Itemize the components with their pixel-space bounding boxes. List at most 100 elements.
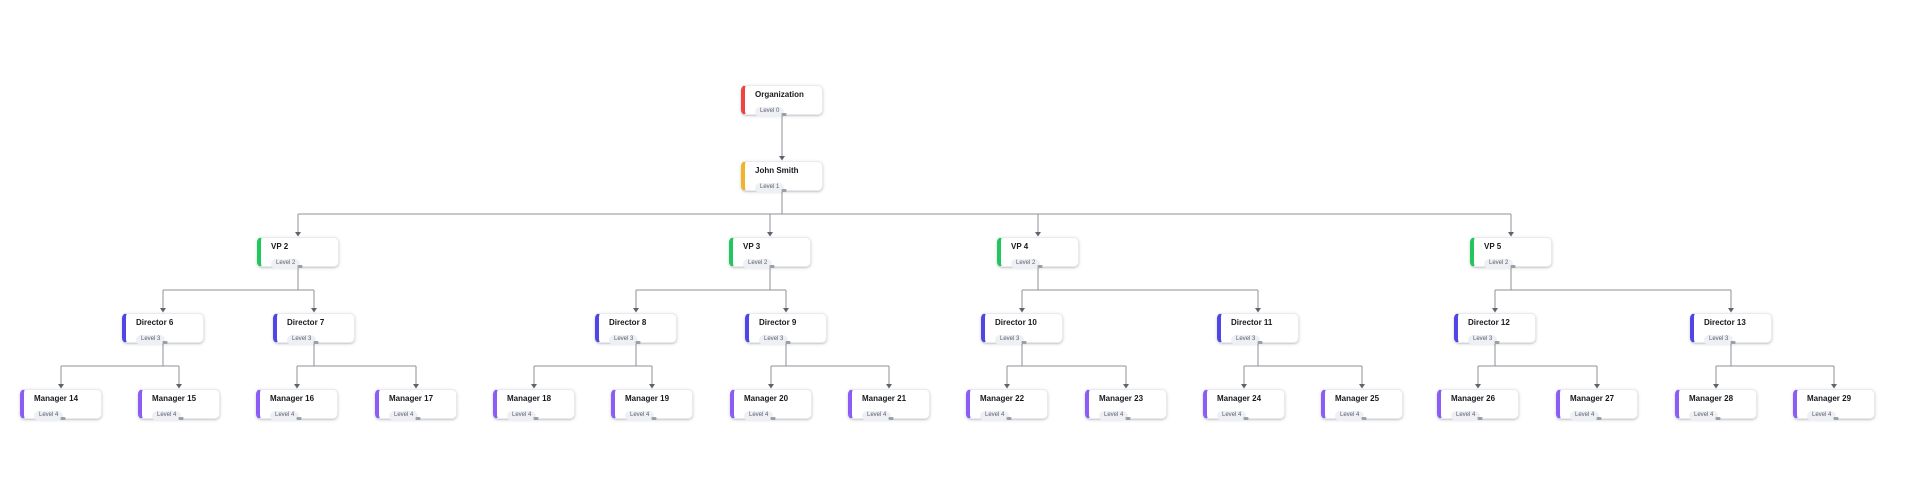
node-title: Director 8: [609, 318, 647, 327]
node-title: VP 4: [1011, 242, 1029, 251]
node-title: Organization: [755, 90, 804, 99]
node-level-badge: Level 3: [1231, 335, 1261, 345]
node-level-badge: Level 3: [1704, 335, 1734, 345]
node-level-badge: Level 4: [34, 411, 64, 421]
edge-arrowhead-icon: [886, 384, 892, 389]
node-title: Manager 26: [1451, 394, 1496, 403]
node-bottom-handle: [1596, 417, 1601, 420]
node-title: Manager 16: [270, 394, 315, 403]
node-title: Manager 21: [862, 394, 907, 403]
node-level-badge: Level 4: [862, 411, 892, 421]
edge-arrowhead-icon: [58, 384, 64, 389]
org-node-manager-21[interactable]: Manager 21 Level 4: [848, 389, 930, 421]
node-title: Manager 15: [152, 394, 197, 403]
node-title: Director 13: [1704, 318, 1746, 327]
org-node-director-13[interactable]: Director 13 Level 3: [1690, 313, 1772, 345]
node-title: Manager 18: [507, 394, 552, 403]
node-bottom-handle: [1730, 341, 1735, 344]
node-bottom-handle: [888, 417, 893, 420]
edge-arrowhead-icon: [768, 384, 774, 389]
node-title: Manager 28: [1689, 394, 1734, 403]
node-bottom-handle: [1243, 417, 1248, 420]
edge-arrowhead-icon: [1492, 308, 1498, 313]
edge-group-d12: [1477, 343, 1598, 385]
node-level-badge: Level 4: [1335, 411, 1365, 421]
node-title: Director 12: [1468, 318, 1510, 327]
edge-arrowhead-icon: [767, 232, 773, 237]
node-bottom-handle: [781, 113, 786, 116]
edge-arrowhead-icon: [1359, 384, 1365, 389]
node-bottom-handle: [769, 265, 774, 268]
node-title: Manager 24: [1217, 394, 1262, 403]
org-node-manager-22[interactable]: Manager 22 Level 4: [966, 389, 1048, 421]
node-bottom-handle: [60, 417, 65, 420]
edge-arrowhead-icon: [1475, 384, 1481, 389]
edge-group-d10: [1006, 343, 1127, 385]
org-node-manager-20[interactable]: Manager 20 Level 4: [730, 389, 812, 421]
node-level-badge: Level 4: [980, 411, 1010, 421]
node-bottom-handle: [162, 341, 167, 344]
node-level-badge: Level 3: [136, 335, 166, 345]
org-node-manager-15[interactable]: Manager 15 Level 4: [138, 389, 220, 421]
node-title: Manager 20: [744, 394, 789, 403]
node-bottom-handle: [1257, 341, 1262, 344]
edge-arrowhead-icon: [1123, 384, 1129, 389]
edge-arrowhead-icon: [1019, 308, 1025, 313]
node-title: Director 9: [759, 318, 797, 327]
node-level-badge: Level 2: [271, 259, 301, 269]
node-bottom-handle: [1510, 265, 1515, 268]
org-node-director-11[interactable]: Director 11 Level 3: [1217, 313, 1299, 345]
node-bottom-handle: [1125, 417, 1130, 420]
node-title: Director 11: [1231, 318, 1273, 327]
node-bottom-handle: [1006, 417, 1011, 420]
edge-arrowhead-icon: [295, 232, 301, 237]
node-level-badge: Level 4: [152, 411, 182, 421]
node-bottom-handle: [1037, 265, 1042, 268]
node-bottom-handle: [1715, 417, 1720, 420]
edge-group-d7: [296, 343, 417, 385]
org-node-director-7[interactable]: Director 7 Level 3: [273, 313, 355, 345]
node-level-badge: Level 4: [1689, 411, 1719, 421]
node-bottom-handle: [296, 417, 301, 420]
node-title: Manager 27: [1570, 394, 1615, 403]
edge-group-d6: [60, 343, 180, 385]
node-title: Manager 23: [1099, 394, 1144, 403]
node-title: John Smith: [755, 166, 799, 175]
edge-arrowhead-icon: [779, 156, 785, 161]
node-title: Manager 22: [980, 394, 1025, 403]
edge-arrowhead-icon: [413, 384, 419, 389]
org-node-manager-28[interactable]: Manager 28 Level 4: [1675, 389, 1757, 421]
node-bottom-handle: [770, 417, 775, 420]
node-bottom-handle: [1833, 417, 1838, 420]
node-bottom-handle: [178, 417, 183, 420]
node-bottom-handle: [297, 265, 302, 268]
node-level-badge: Level 4: [744, 411, 774, 421]
node-bottom-handle: [635, 341, 640, 344]
edge-arrowhead-icon: [1255, 308, 1261, 313]
node-title: Director 7: [287, 318, 325, 327]
node-level-badge: Level 3: [287, 335, 317, 345]
